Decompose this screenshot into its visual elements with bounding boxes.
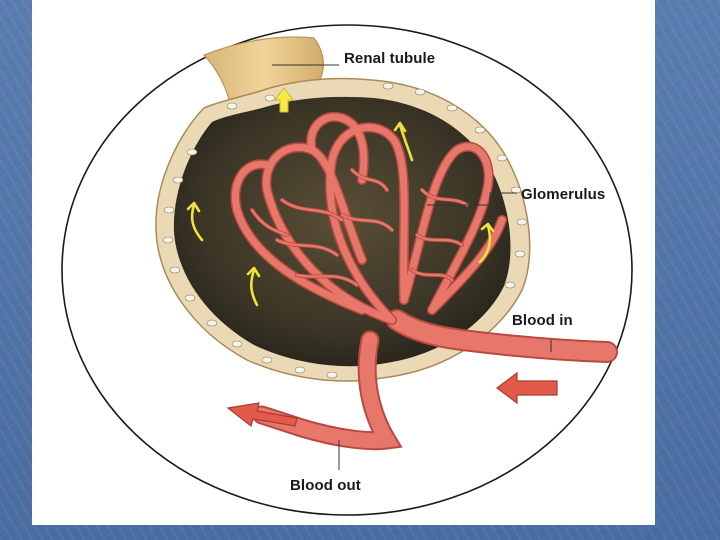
blood-in-arrow (496, 371, 558, 405)
tubule-flow-arrow (274, 87, 294, 113)
filtration-arrow (190, 203, 204, 242)
glomerulus-leader (427, 192, 517, 206)
glomerulus-diagram (61, 24, 633, 516)
filtration-arrow (398, 123, 414, 162)
filtration-arrow (250, 268, 259, 307)
glomerulus-label: Glomerulus (521, 186, 606, 203)
filtration-arrow-head (480, 222, 495, 233)
blood-out-arrow (226, 402, 298, 428)
filtration-arrows (186, 121, 495, 307)
blood-out-label: Blood out (290, 477, 361, 494)
blood-in-label: Blood in (512, 312, 573, 329)
epithelial-cells (162, 82, 528, 379)
leader-lines (272, 64, 552, 470)
filtration-arrow-head (246, 266, 261, 278)
renal-tubule-label: Renal tubule (344, 50, 436, 67)
slide-panel: Renal tubule Glomerulus Blood in Blood o… (32, 0, 655, 525)
filtration-arrow-head (393, 121, 407, 133)
magnifier-circle (61, 24, 633, 516)
filtration-arrow (478, 224, 492, 264)
filtration-arrow-head (186, 201, 201, 213)
capillary-tuft (230, 111, 507, 325)
